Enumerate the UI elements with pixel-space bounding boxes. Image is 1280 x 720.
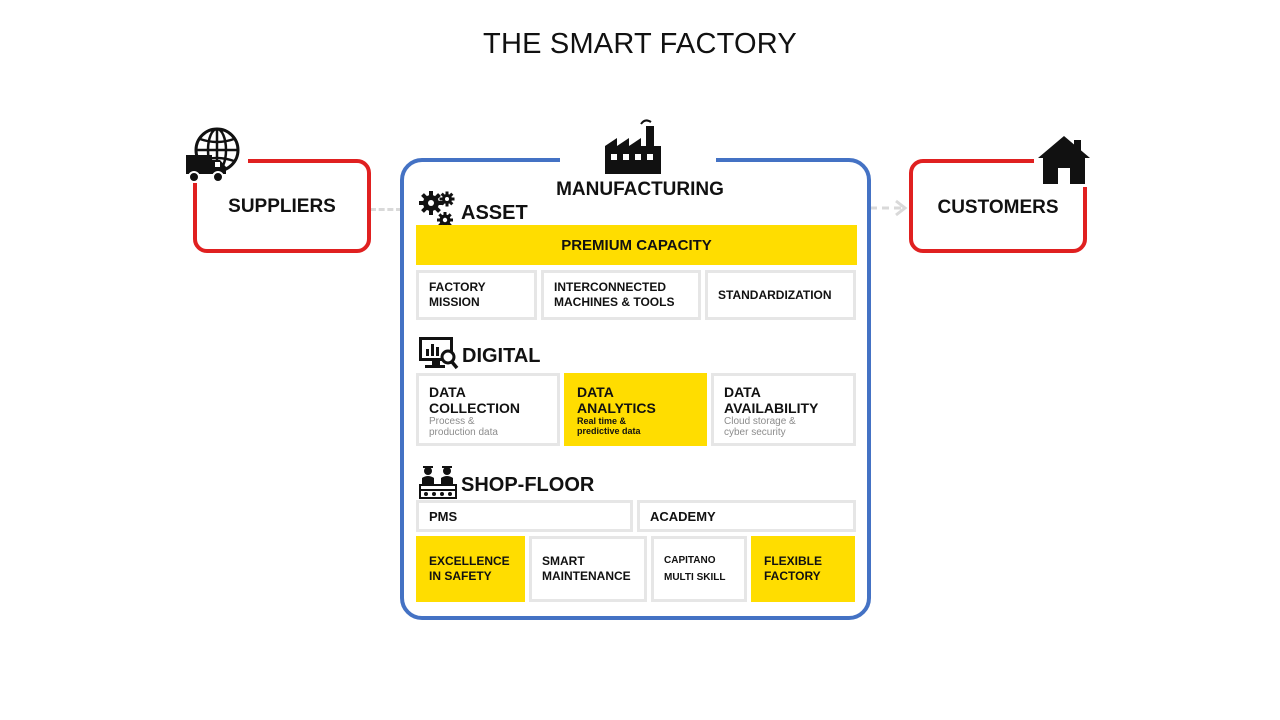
manufacturing-label: MANUFACTURING xyxy=(556,179,724,200)
digital-title: DIGITAL xyxy=(462,345,541,367)
customers-label: CUSTOMERS xyxy=(937,197,1059,218)
factory-icon xyxy=(603,118,663,176)
digital-cell-title: DATA AVAILABILITY xyxy=(724,384,819,416)
shopfloor-cell-pms: PMS xyxy=(416,500,633,532)
page-title: THE SMART FACTORY xyxy=(483,28,797,60)
digital-cell-sub: Process & production data xyxy=(429,416,498,438)
shopfloor-cell-excellence-in-safety: EXCELLENCE IN SAFETY xyxy=(416,536,525,602)
digital-cell-data-collection: DATA COLLECTION Process & production dat… xyxy=(416,373,560,446)
customers-box xyxy=(909,159,1087,253)
supplier-connector xyxy=(370,208,402,211)
globe-icon xyxy=(193,126,241,174)
asset-cell-label: INTERCONNECTED MACHINES & TOOLS xyxy=(554,280,675,309)
monitor-analytics-icon xyxy=(419,337,459,371)
digital-cell-title: DATA ANALYTICS xyxy=(577,384,656,416)
shopfloor-cell-label: ACADEMY xyxy=(650,508,716,524)
gears-icon xyxy=(418,190,458,230)
house-icon xyxy=(1036,134,1092,186)
shopfloor-cell-academy: ACADEMY xyxy=(637,500,856,532)
asset-cell-factory-mission: FACTORY MISSION xyxy=(416,270,537,320)
asset-cell-label: STANDARDIZATION xyxy=(718,287,832,302)
shopfloor-cell-label: SMART MAINTENANCE xyxy=(542,554,631,583)
shopfloor-cell-label: PMS xyxy=(429,508,458,524)
shopfloor-cell-flexible-factory: FLEXIBLE FACTORY xyxy=(751,536,855,602)
premium-capacity-banner: PREMIUM CAPACITY xyxy=(416,225,857,265)
digital-cell-data-analytics: DATA ANALYTICS Real time & predictive da… xyxy=(564,373,707,446)
asset-cell-label: FACTORY MISSION xyxy=(429,280,486,309)
customer-connector-arrow xyxy=(870,198,910,218)
digital-cell-title: DATA COLLECTION xyxy=(429,384,520,416)
shopfloor-cell-label: FLEXIBLE FACTORY xyxy=(764,554,823,583)
shopfloor-cell-smart-maintenance: SMART MAINTENANCE xyxy=(529,536,647,602)
shopfloor-cell-label: EXCELLENCE IN SAFETY xyxy=(429,554,510,583)
asset-title: ASSET xyxy=(461,202,528,224)
digital-cell-sub: Real time & predictive data xyxy=(577,416,641,436)
digital-cell-sub: Cloud storage & cyber security xyxy=(724,416,796,438)
asset-cell-interconnected: INTERCONNECTED MACHINES & TOOLS xyxy=(541,270,701,320)
shopfloor-cell-capitano-multi-skill: CAPITANO MULTI SKILL xyxy=(651,536,747,602)
digital-cell-data-availability: DATA AVAILABILITY Cloud storage & cyber … xyxy=(711,373,856,446)
asset-cell-standardization: STANDARDIZATION xyxy=(705,270,856,320)
truck-icon xyxy=(186,155,226,183)
shopfloor-cell-label: CAPITANO MULTI SKILL xyxy=(664,555,726,583)
premium-capacity-label: PREMIUM CAPACITY xyxy=(561,236,712,254)
suppliers-label: SUPPLIERS xyxy=(228,196,336,217)
workers-conveyor-icon xyxy=(419,465,457,499)
shopfloor-title: SHOP-FLOOR xyxy=(461,474,595,496)
